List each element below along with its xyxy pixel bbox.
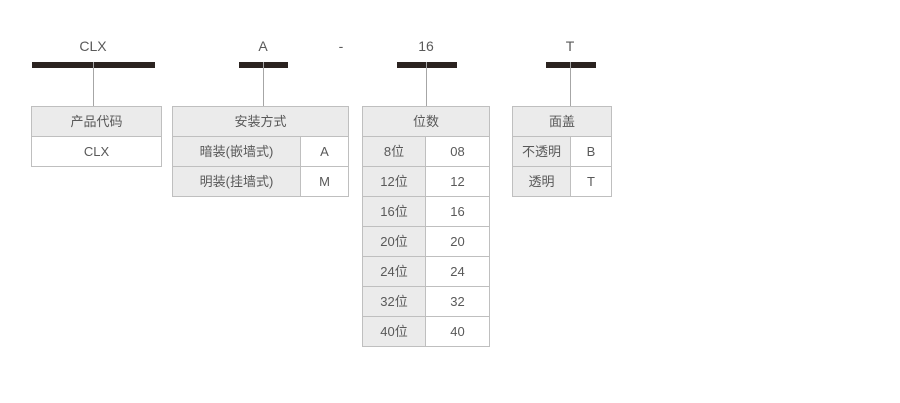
spec-row-value-flush-mount: A [299,136,350,167]
code-separator-dash: - [338,38,344,54]
spec-row-label-20: 20位 [362,226,426,257]
spec-row-value-12: 12 [424,166,491,197]
spec-row-value-24: 24 [424,256,491,287]
spec-row-label-40: 40位 [362,316,426,347]
table-row: 明装(挂墙式) M [172,166,350,197]
table-row: 暗装(嵌墙式) A [172,136,350,167]
spec-row-label-flush-mount: 暗装(嵌墙式) [172,136,301,167]
table-row: 透明 T [512,166,613,197]
spec-table-mounting-type: 安装方式 暗装(嵌墙式) A 明装(挂墙式) M [171,106,350,197]
table-row: 12位 12 [362,166,491,197]
spec-table-header-mounting-type: 安装方式 [171,106,350,137]
code-label-cover: T [565,38,575,54]
code-label-mounting-type: A [258,38,268,54]
spec-row-label-transparent: 透明 [512,166,571,197]
table-header-row: 安装方式 [171,106,350,137]
spec-row-value-opaque: B [569,136,613,167]
spec-row-label-opaque: 不透明 [512,136,571,167]
spec-row-value-20: 20 [424,226,491,257]
table-row: CLX [31,136,162,167]
code-label-product-code: CLX [79,38,107,54]
table-row: 20位 20 [362,226,491,257]
spec-table-way-count: 位数 8位 08 12位 12 16位 16 20位 20 24位 24 [361,106,491,347]
spec-row-value-transparent: T [569,166,613,197]
spec-table-cover: 面盖 不透明 B 透明 T [511,106,613,197]
table-row: 32位 32 [362,286,491,317]
table-row: 不透明 B [512,136,613,167]
table-row: 16位 16 [362,196,491,227]
spec-row-label-16: 16位 [362,196,426,227]
spec-row-value-32: 32 [424,286,491,317]
spec-row-value-08: 08 [424,136,491,167]
table-header-row: 位数 [361,106,491,137]
spec-row-value-surface-mount: M [299,166,350,197]
spec-row-label-24: 24位 [362,256,426,287]
spec-table-header-product-code: 产品代码 [31,106,162,137]
spec-row-label-08: 8位 [362,136,426,167]
spec-table-header-cover: 面盖 [511,106,613,137]
connector-stem-product-code [93,62,94,107]
spec-row-label-32: 32位 [362,286,426,317]
spec-row-label-clx: CLX [31,136,162,167]
spec-row-value-40: 40 [424,316,491,347]
table-row: 40位 40 [362,316,491,347]
connector-stem-way-count [426,62,427,107]
connector-stem-cover [570,62,571,107]
spec-row-value-16: 16 [424,196,491,227]
table-header-row: 产品代码 [31,106,162,137]
spec-row-label-surface-mount: 明装(挂墙式) [172,166,301,197]
spec-table-header-way-count: 位数 [361,106,491,137]
spec-table-product-code: 产品代码 CLX [31,106,162,167]
spec-row-label-12: 12位 [362,166,426,197]
underline-bar-cover [546,62,596,68]
table-row: 24位 24 [362,256,491,287]
code-label-way-count: 16 [418,38,434,54]
table-row: 8位 08 [362,136,491,167]
table-header-row: 面盖 [511,106,613,137]
connector-stem-mounting-type [263,62,264,107]
underline-bar-way-count [397,62,457,68]
